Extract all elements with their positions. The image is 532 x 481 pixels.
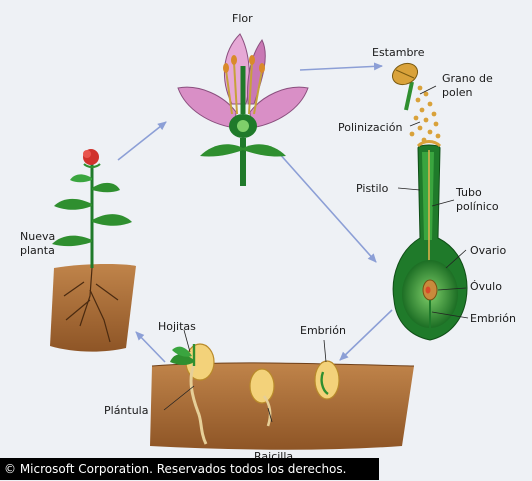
label-flor: Flor — [232, 12, 253, 25]
seed-embryo — [315, 361, 339, 399]
seed-soil-strip — [150, 363, 414, 450]
arrow-flower-to-stamen — [300, 66, 382, 70]
label-embrion-seed: Embrión — [300, 324, 346, 337]
label-hojitas: Hojitas — [158, 320, 196, 333]
label-grano-de-polen-line2: polen — [442, 86, 473, 99]
label-polinizacion: Polinización — [338, 121, 402, 134]
label-grano-de-polen-line1: Grano de — [442, 72, 493, 85]
label-ovario: Ovario — [470, 244, 506, 257]
arrow-flower-to-pistil — [278, 152, 376, 262]
label-tubo-polinico-line1: Tubo — [455, 186, 482, 199]
arrow-plant-to-flower — [118, 122, 166, 160]
pistil-illustration — [393, 142, 467, 341]
copyright-credit: © Microsoft Corporation. Reservados todo… — [0, 458, 379, 480]
label-embrion-pistil: Embrión — [470, 312, 516, 325]
arrow-seedling-to-plant — [136, 332, 165, 362]
label-nueva-planta-line2: planta — [20, 244, 55, 257]
label-plantula: Plántula — [104, 404, 148, 417]
stamen-illustration — [389, 59, 421, 110]
pollen-grains — [410, 86, 441, 143]
new-plant-illustration — [50, 149, 136, 352]
label-pistilo: Pistilo — [356, 182, 389, 195]
label-estambre: Estambre — [372, 46, 425, 59]
label-tubo-polinico-line2: polínico — [456, 200, 499, 213]
label-nueva-planta-line1: Nueva — [20, 230, 55, 243]
arrow-pistil-to-seed — [340, 310, 392, 360]
label-ovulo: Óvulo — [470, 280, 502, 293]
